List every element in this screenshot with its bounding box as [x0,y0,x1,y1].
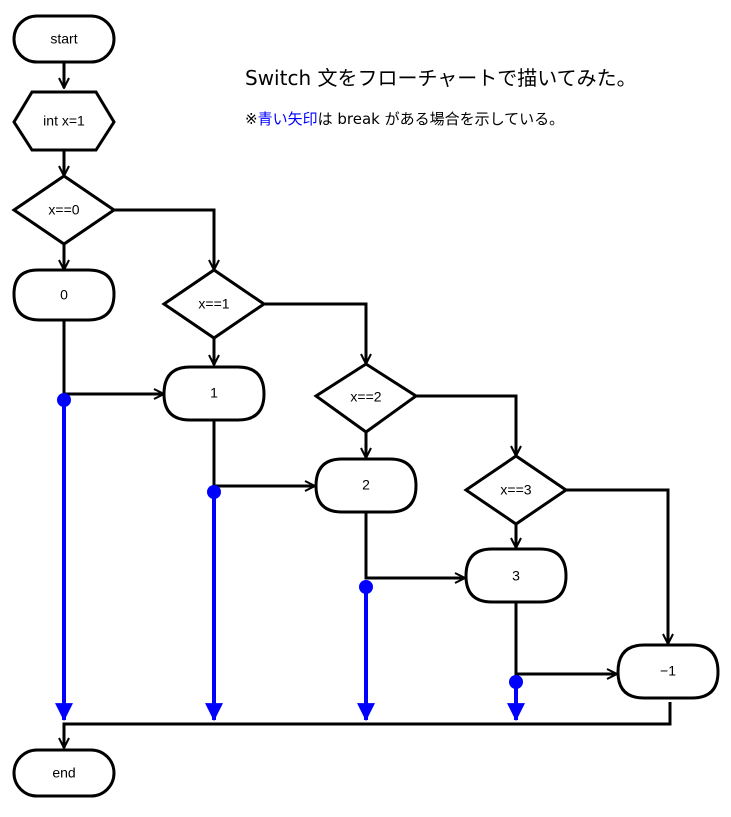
case0-node [12,268,116,322]
edge-cond3-default [566,488,668,644]
default-node [616,643,720,700]
edge-case3-default [514,602,617,674]
init-hexagon [12,90,116,152]
default-label: −1 [660,663,676,679]
end-label: end [52,765,75,781]
case0-label: 0 [60,287,68,303]
start-terminal [12,14,116,64]
edge-case2-case3 [364,512,465,578]
break-dot-case1 [207,485,221,499]
edge-cond2-cond3 [416,394,516,456]
cond1-diamond [161,268,267,340]
cond3-diamond [463,454,569,526]
note-rest: は break がある場合を示している。 [317,110,565,128]
edge-case1-case2 [212,420,315,486]
note-prefix: ※ [245,110,258,128]
end-terminal [12,748,116,798]
start-label: start [50,31,77,47]
cond0-diamond [11,174,117,246]
edge-default-end [64,702,672,748]
cond2-label: x==2 [350,389,381,405]
cond3-label: x==3 [500,482,531,498]
case2-label: 2 [362,477,370,493]
init-label: int x=1 [43,113,85,129]
edge-cond0-cond1 [114,208,214,270]
case2-node [314,457,418,514]
cond1-label: x==1 [198,296,229,312]
diagram-note: ※青い矢印は break がある場合を示している。 [245,108,731,129]
diagram-title: Switch 文をフローチャートで描いてみた。 [245,66,637,90]
case3-node [464,547,568,604]
cond2-diamond [313,362,419,434]
case1-node [162,365,266,422]
cond0-label: x==0 [48,202,79,218]
edge-case0-case1 [62,320,164,394]
note-highlight: 青い矢印 [257,110,318,128]
break-dot-case0 [57,393,71,407]
case3-label: 3 [512,568,520,584]
break-dot-case3 [509,675,523,689]
break-dot-case2 [359,580,373,594]
case1-label: 1 [210,385,218,401]
edge-cond1-cond2 [264,302,366,364]
